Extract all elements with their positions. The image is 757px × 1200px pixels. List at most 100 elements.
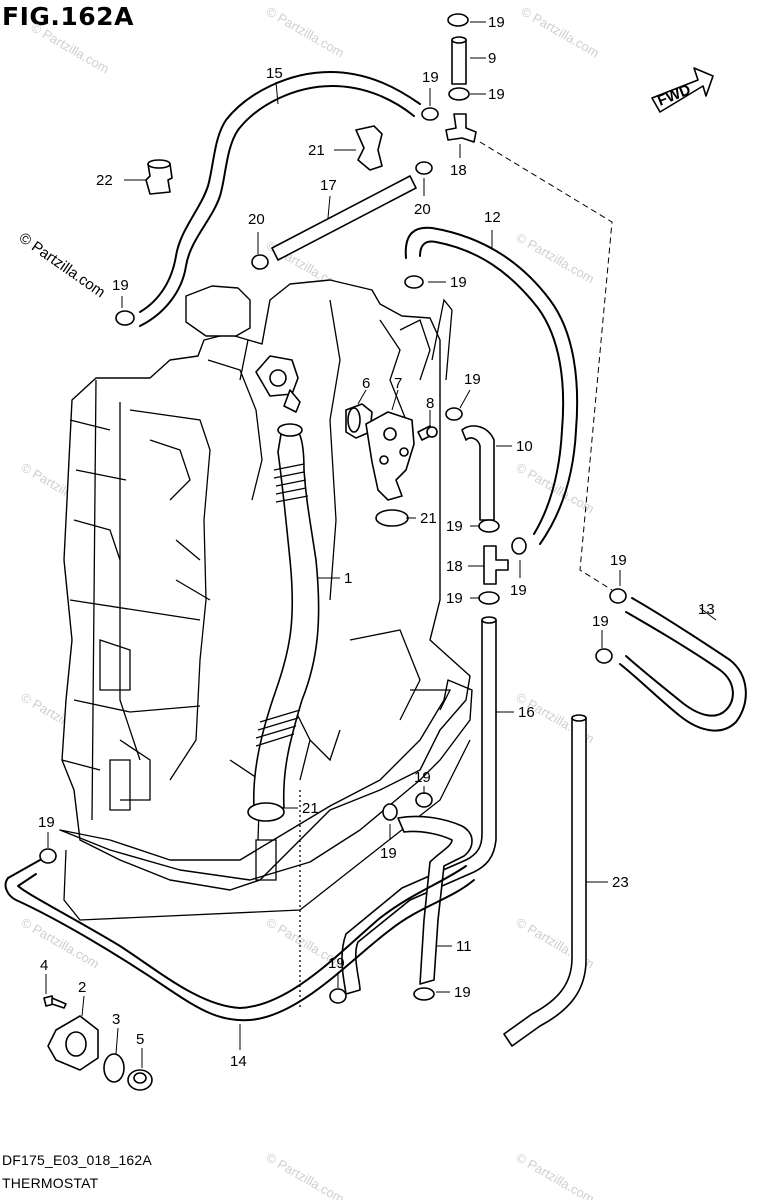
watermark: © Partzilla.com [519,4,602,61]
callout-19: 19 [446,518,463,535]
callout-19: 19 [328,955,345,972]
clamp [447,13,469,27]
hose-1 [252,423,320,809]
cover-plate-2 [47,1015,99,1071]
o-ring-3 [103,1053,125,1083]
callout-4: 4 [40,957,48,974]
bolt-8 [417,425,438,441]
fwd-arrow-icon: FWD [651,67,714,113]
watermark: © Partzilla.com [264,4,347,61]
callout-2: 2 [78,979,86,996]
outlet-fitting [255,355,301,413]
hose-14-inner [17,865,467,1009]
callout-6: 6 [362,375,370,392]
clamp [511,537,527,555]
clamp [478,519,500,533]
callout-19: 19 [610,552,627,569]
callout-1: 1 [344,570,352,587]
diagram-code: DF175_E03_018_162A [2,1152,152,1168]
hose-12-inner [419,240,565,535]
hose-14 [4,859,475,1022]
callout-20: 20 [414,201,431,218]
holder-22 [355,125,383,171]
diagram-caption: THERMOSTAT [2,1175,99,1191]
clamp [448,87,470,101]
leader-lines [45,21,717,1068]
clamp [478,591,500,605]
clamp-21 [247,802,285,822]
watermark: © Partzilla.com [264,1150,347,1200]
clamp [382,803,398,821]
clamp [329,988,347,1004]
callout-22: 21 [308,142,325,159]
callout-14: 14 [230,1053,247,1070]
callout-24: 23 [612,874,629,891]
hose-17 [271,175,417,261]
callout-19: 19 [38,814,55,831]
clamp [415,161,433,175]
callout-8: 8 [426,395,434,412]
clamp [595,648,613,664]
callout-numbers: 19 9 19 19 15 21 18 22 17 20 20 12 19 19… [38,14,715,1070]
callout-21: 21 [420,510,437,527]
callout-19: 19 [414,769,431,786]
anode-5 [127,1069,153,1091]
callout-13: 13 [698,601,715,618]
clamp [445,407,463,421]
hose-16 [341,619,497,995]
dashed-route [479,141,613,591]
watermark: © Partzilla.com [29,20,112,77]
clamp [415,792,433,808]
callout-19: 19 [454,984,471,1001]
callout-20: 20 [248,211,265,228]
callout-19: 19 [488,14,505,31]
clamp [421,107,439,121]
hose-10 [461,425,495,521]
clamp [609,588,627,604]
callout-19: 19 [422,69,439,86]
callout-21: 21 [302,800,319,817]
watermark: © Partzilla.com [514,1150,597,1200]
callout-18: 18 [446,558,463,575]
watermark: © Partzilla.com [514,460,597,517]
figure-title: FIG.162A [2,2,134,31]
callout-12: 12 [484,209,501,226]
callout-19: 19 [464,371,481,388]
clamp-21 [375,509,409,527]
watermark: © Partzilla.com [514,230,597,287]
hose-12 [404,226,579,545]
callout-7: 7 [394,375,402,392]
clamp [413,987,435,1001]
callout-15: 15 [266,65,283,82]
clamp [251,254,269,270]
callout-18: 18 [450,162,467,179]
clamp [39,848,57,864]
callout-23: 22 [96,172,113,189]
thermostat-cover [365,411,415,501]
callout-19: 19 [592,613,609,630]
callout-9: 9 [488,50,496,67]
callout-19: 19 [446,590,463,607]
callout-5: 5 [136,1031,144,1048]
clamp [404,275,424,289]
thermostat-part [345,403,373,439]
callout-17: 17 [320,177,337,194]
fwd-label: FWD [655,81,693,110]
hose-24 [503,717,587,1047]
grommet-23 [145,159,173,195]
callout-3: 3 [112,1011,120,1028]
clamp [115,310,135,326]
hose-15-inner [139,85,415,327]
watermark-large: © Partzilla.com [16,229,109,301]
callout-19: 19 [380,845,397,862]
callout-19: 19 [112,277,129,294]
hose-13-inner [625,611,734,717]
callout-19: 19 [450,274,467,291]
callout-16: 16 [518,704,535,721]
hose-15 [139,71,421,313]
callout-19: 19 [510,582,527,599]
t-joint-18-top [445,113,477,143]
hose-9 [451,39,467,85]
callout-19: 19 [488,86,505,103]
